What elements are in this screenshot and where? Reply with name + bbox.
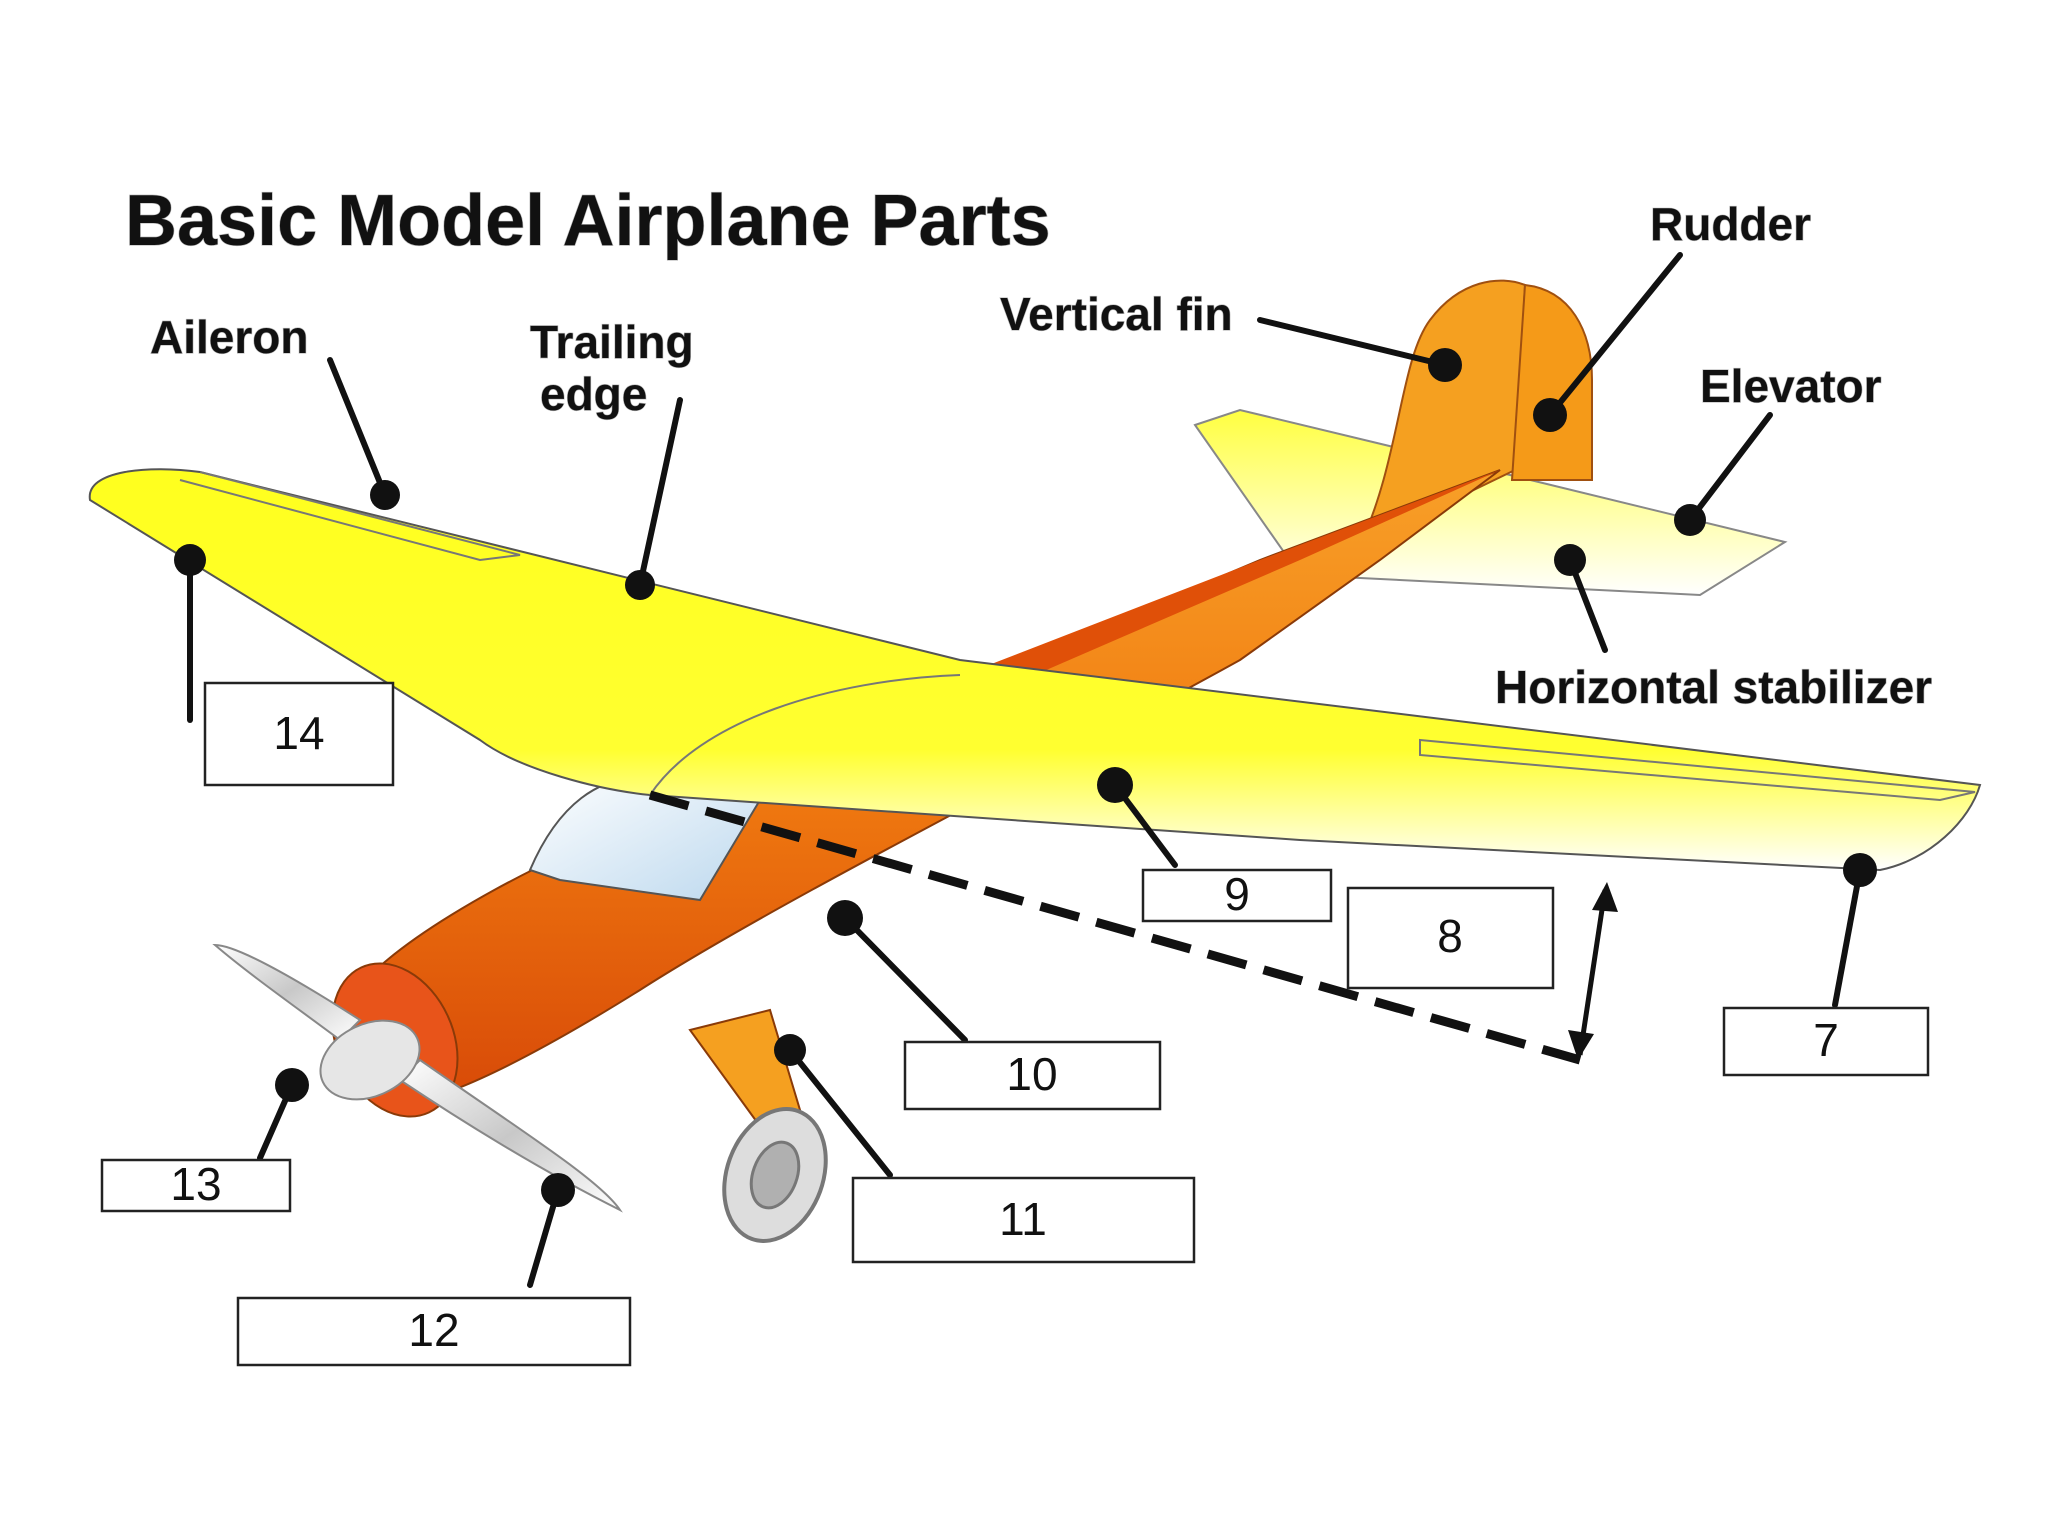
leader-dot-10	[827, 900, 863, 936]
leader-horizontal-stabilizer	[1567, 557, 1608, 653]
leader-rudder	[1547, 252, 1683, 418]
fuselage-top	[950, 470, 1500, 690]
label-vertical-fin: Vertical fin	[1000, 288, 1233, 340]
dihedral-arrow	[1577, 889, 1608, 1056]
answer-box-11-number: 11	[999, 1193, 1047, 1245]
leader-dot-7	[1843, 853, 1877, 887]
answer-box-14-frame	[203, 681, 395, 787]
leader-dot-aileron	[370, 480, 400, 510]
leader-dot-elevator	[1674, 504, 1706, 536]
leader-dot-9	[1097, 767, 1133, 803]
leader-aileron	[327, 357, 388, 498]
spinner	[319, 1019, 421, 1101]
answer-box-12-number: 12	[408, 1304, 459, 1356]
answer-box-9-number: 9	[1224, 868, 1250, 920]
leader-dot-11	[774, 1034, 806, 1066]
answer-box-10-number: 10	[1006, 1048, 1057, 1100]
answer-box-7[interactable]: 7	[1722, 1006, 1930, 1077]
leader-11	[787, 1047, 893, 1178]
rudder	[1510, 283, 1593, 481]
answer-box-8[interactable]: 8	[1346, 886, 1555, 990]
propeller-blade-upper	[212, 943, 362, 1042]
leader-trailing-edge	[637, 397, 683, 588]
label-trailing-edge-line2: edge	[540, 368, 647, 420]
leader-dot-14	[174, 544, 206, 576]
diagram-title: Basic Model Airplane Parts	[125, 181, 1051, 261]
answer-box-10[interactable]: 10	[903, 1040, 1162, 1111]
label-rudder: Rudder	[1650, 198, 1811, 250]
answer-box-13-number: 13	[170, 1158, 221, 1210]
leader-elevator	[1687, 412, 1773, 523]
main-wing	[88, 468, 1982, 872]
answer-box-14-number: 14	[273, 707, 324, 759]
answer-box-7-frame	[1722, 1006, 1930, 1077]
answer-box-12-frame	[236, 1296, 632, 1367]
answer-box-12[interactable]: 12	[236, 1296, 632, 1367]
label-elevator: Elevator	[1700, 360, 1882, 412]
leader-dot-horizontal-stabilizer	[1554, 544, 1586, 576]
answer-box-9[interactable]: 9	[1141, 868, 1333, 923]
left-aileron	[179, 471, 521, 562]
right-aileron	[1419, 738, 1976, 802]
answer-box-13[interactable]: 13	[100, 1158, 292, 1213]
answer-box-13-frame	[100, 1158, 292, 1213]
answer-box-14[interactable]: 14	[203, 681, 395, 787]
leader-dot-trailing-edge	[625, 570, 655, 600]
dihedral-arrowhead-top	[1592, 882, 1618, 912]
dihedral-arrowhead-bottom	[1568, 1030, 1594, 1060]
answer-box-7-number: 7	[1813, 1014, 1839, 1066]
wing-center	[649, 674, 961, 796]
leader-dot-13	[275, 1068, 309, 1102]
leader-lines	[174, 252, 1877, 1288]
leader-dot-vertical-fin	[1428, 348, 1462, 382]
leader-dot-rudder	[1533, 398, 1567, 432]
label-trailing-edge-line1: Trailing	[530, 316, 694, 368]
leader-10	[842, 915, 968, 1043]
label-horizontal-stabilizer: Horizontal stabilizer	[1495, 661, 1932, 713]
answer-box-11[interactable]: 11	[851, 1176, 1196, 1264]
answer-box-8-number: 8	[1437, 910, 1463, 962]
airplane	[88, 279, 1982, 1243]
leader-vertical-fin	[1257, 317, 1448, 368]
answer-box-10-frame	[903, 1040, 1162, 1111]
label-aileron: Aileron	[150, 311, 308, 363]
leader-dot-12	[541, 1173, 575, 1207]
dihedral-line	[648, 790, 1582, 1065]
answer-box-8-frame	[1346, 886, 1555, 990]
answer-box-11-frame	[851, 1176, 1196, 1264]
wheel-hub	[749, 1140, 801, 1210]
leader-7	[1832, 867, 1863, 1008]
answer-box-9-frame	[1141, 868, 1333, 923]
propeller-blade-lower	[398, 1058, 623, 1213]
